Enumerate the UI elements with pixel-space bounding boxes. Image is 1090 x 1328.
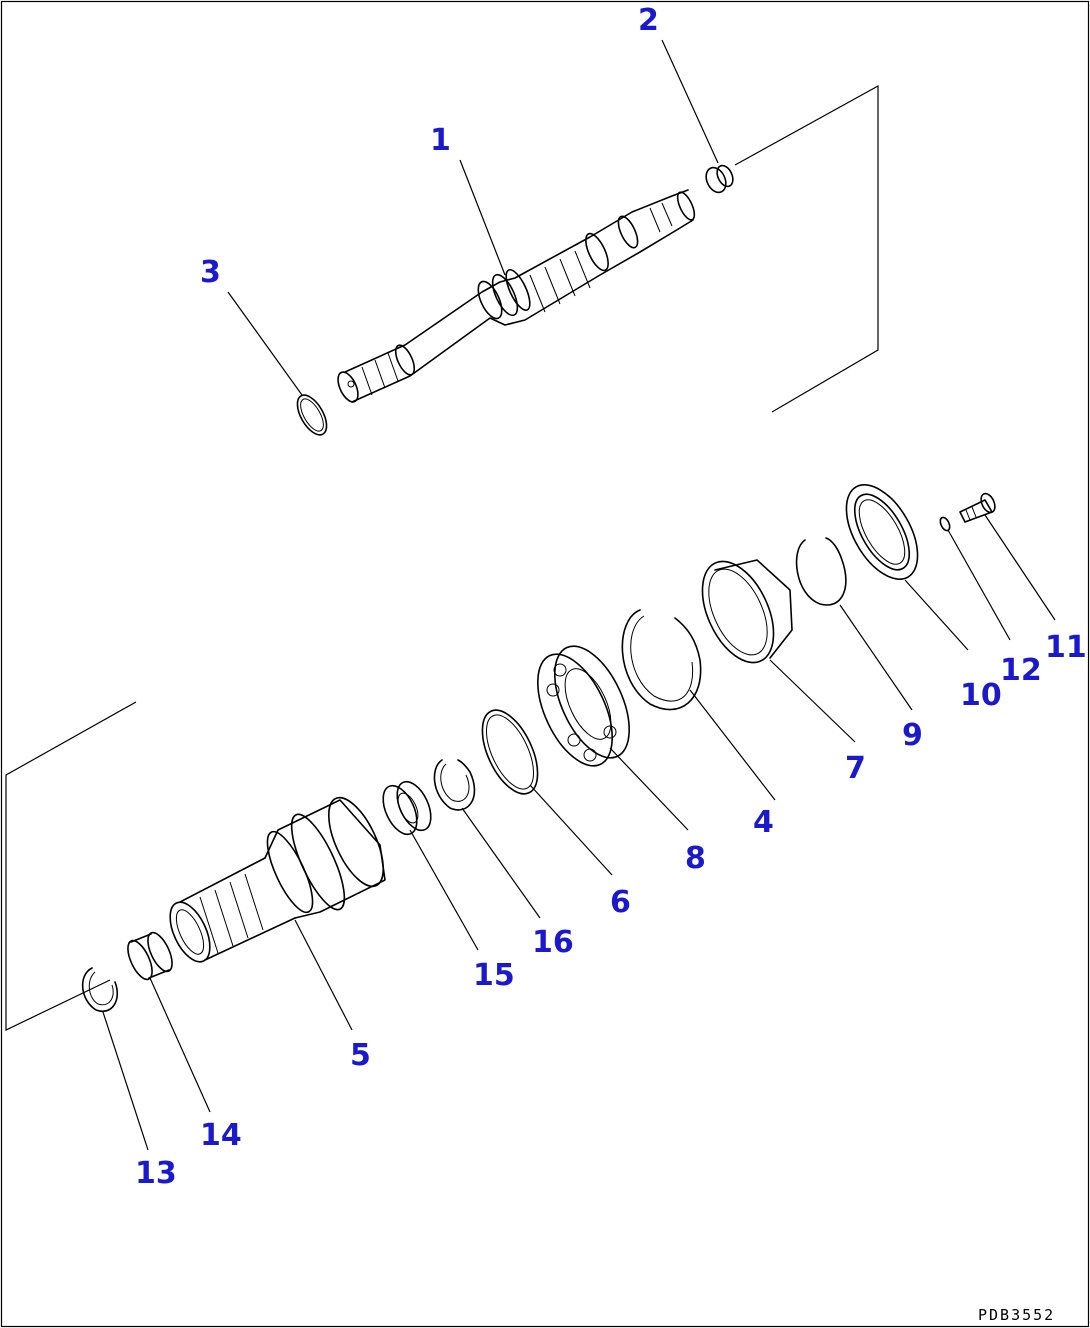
part-13-snap-ring (81, 967, 119, 1013)
callout-8: 8 (685, 841, 706, 876)
callout-3: 3 (200, 255, 221, 290)
callout-7: 7 (845, 751, 866, 786)
callout-15: 15 (473, 958, 515, 993)
part-1-shaft (337, 189, 696, 403)
callout-6: 6 (610, 885, 631, 920)
part-9-snap-ring (795, 537, 847, 606)
callout-13: 13 (135, 1156, 177, 1191)
part-8-roller-bearing (537, 645, 630, 767)
lower-section-line (5, 701, 137, 1031)
callout-5: 5 (350, 1038, 371, 1073)
part-15-bearing (382, 780, 432, 836)
callout-14: 14 (200, 1118, 242, 1153)
leader-lines (102, 39, 1056, 1151)
callout-2: 2 (638, 3, 659, 38)
callout-1: 1 (430, 123, 451, 158)
upper-section-line (734, 84, 879, 413)
part-4-snap-ring (621, 609, 702, 711)
part-2-plug (705, 164, 734, 194)
part-6-washer (481, 709, 539, 795)
part-16-snap-ring (433, 759, 476, 811)
callout-16: 16 (532, 925, 574, 960)
part-12-washer (939, 516, 951, 532)
part-11-bolt (959, 492, 996, 523)
part-3-ring (296, 394, 328, 436)
callout-10: 10 (960, 678, 1002, 713)
part-10-seal (845, 484, 919, 580)
part-7-race (701, 559, 793, 664)
callout-12: 12 (1000, 653, 1042, 688)
part-14-bushing (127, 931, 173, 981)
callout-4: 4 (753, 805, 774, 840)
drawing-code: PDB3552 (978, 1306, 1055, 1324)
callout-11: 11 (1045, 630, 1087, 665)
callout-9: 9 (902, 718, 923, 753)
part-5-hub (169, 796, 386, 963)
